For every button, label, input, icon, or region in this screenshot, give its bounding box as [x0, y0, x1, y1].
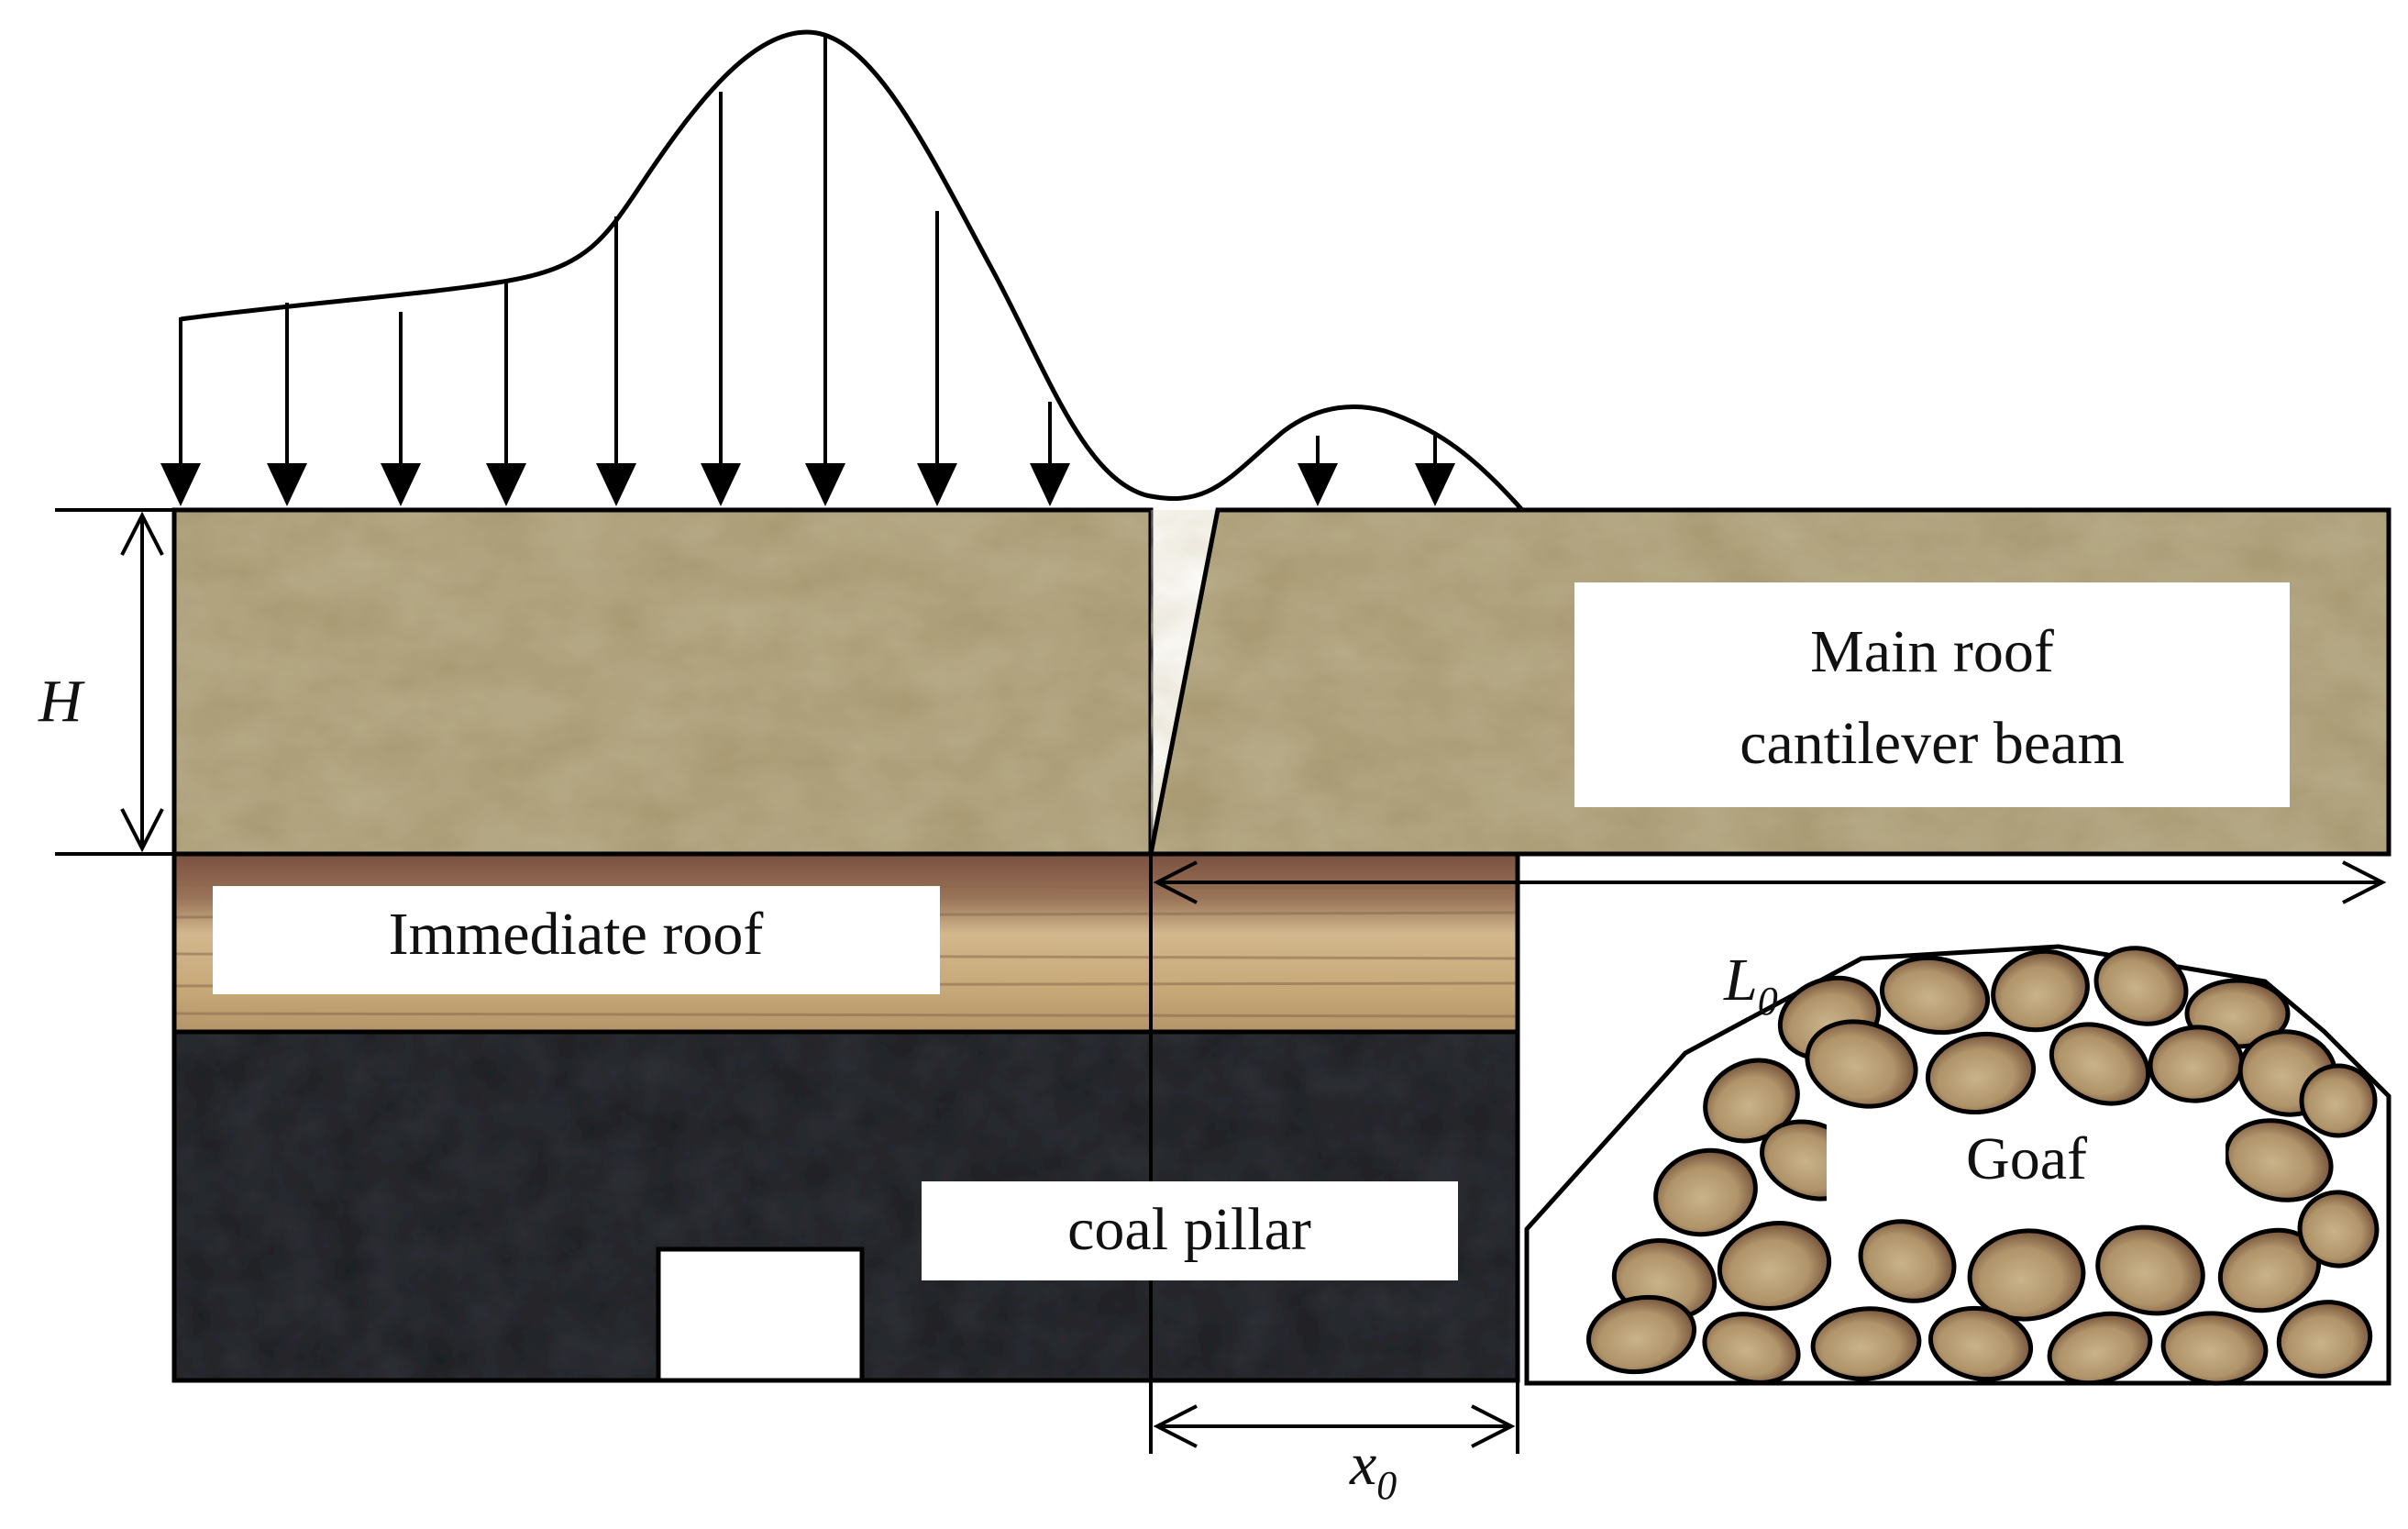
goaf-rock — [2047, 1311, 2153, 1386]
roadway-opening — [656, 1246, 865, 1383]
goaf-rock — [1653, 1147, 1758, 1237]
goaf-rock — [1991, 948, 2090, 1033]
load-arrow — [917, 211, 957, 506]
main-roof-label-line2: cantilever beam — [1740, 710, 2125, 777]
goaf-rock — [2297, 1190, 2380, 1269]
goaf-rock — [2049, 1022, 2151, 1106]
height-arrowhead-bottom — [120, 808, 164, 853]
load-arrows — [160, 34, 1455, 506]
cantilever-length-symbol: L0 — [1723, 947, 1778, 1024]
load-arrow — [267, 303, 307, 506]
main-roof-label-line1: Main roof — [1810, 618, 2054, 685]
goaf-rock — [2095, 1224, 2205, 1316]
goaf-rock — [1810, 1306, 1922, 1381]
immediate-roof-label: Immediate roof — [389, 901, 764, 968]
cantilever-length-arrowhead-left — [1153, 860, 1198, 904]
main-roof-left-block — [174, 510, 1151, 854]
load-arrow — [1415, 436, 1455, 506]
height-arrowhead-top — [120, 511, 164, 556]
main-roof-cantilever-outline — [1147, 507, 2391, 857]
goaf-rock — [1585, 1294, 1697, 1375]
abutment-stress-curve — [180, 29, 1524, 512]
goaf-label: Goaf — [1966, 1125, 2087, 1192]
goaf-rock — [2160, 1311, 2269, 1386]
load-arrow — [596, 216, 636, 506]
goaf-rock — [1879, 955, 1991, 1036]
offset-symbol: x0 — [1349, 1431, 1397, 1508]
load-arrow — [701, 92, 741, 506]
goaf-rock — [2276, 1300, 2373, 1379]
load-arrow — [486, 280, 526, 506]
height-symbol: H — [38, 668, 85, 735]
coal-pillar-label-box — [922, 1181, 1458, 1280]
goaf-rock — [1858, 1219, 1957, 1303]
goaf-rock — [1925, 1031, 2037, 1115]
goaf-rock — [2224, 1118, 2334, 1202]
load-arrow — [160, 317, 201, 506]
load-arrow — [805, 34, 845, 506]
load-arrow — [381, 312, 421, 506]
goaf-rocks — [1585, 946, 2380, 1386]
load-arrow — [1030, 402, 1070, 506]
load-arrow — [1298, 436, 1338, 506]
offset-arrowhead-left — [1153, 1404, 1198, 1448]
goaf-rock — [1928, 1305, 2034, 1382]
coal-pillar-label: coal pillar — [1067, 1196, 1311, 1263]
goaf-rock — [2093, 946, 2189, 1026]
goaf-label-box — [1827, 1114, 2226, 1206]
goaf-rock — [1702, 1312, 1801, 1385]
goaf-rock — [1967, 1228, 2086, 1322]
goaf-rock — [1717, 1221, 1832, 1311]
goaf-rock — [2299, 1063, 2378, 1138]
offset-arrowhead-right — [1471, 1404, 1516, 1448]
immediate-roof-label-box — [213, 886, 940, 994]
cantilever-length-arrowhead-right — [2342, 860, 2387, 904]
main-roof-label-box — [1574, 582, 2290, 807]
goaf-rock — [1805, 1019, 1918, 1109]
